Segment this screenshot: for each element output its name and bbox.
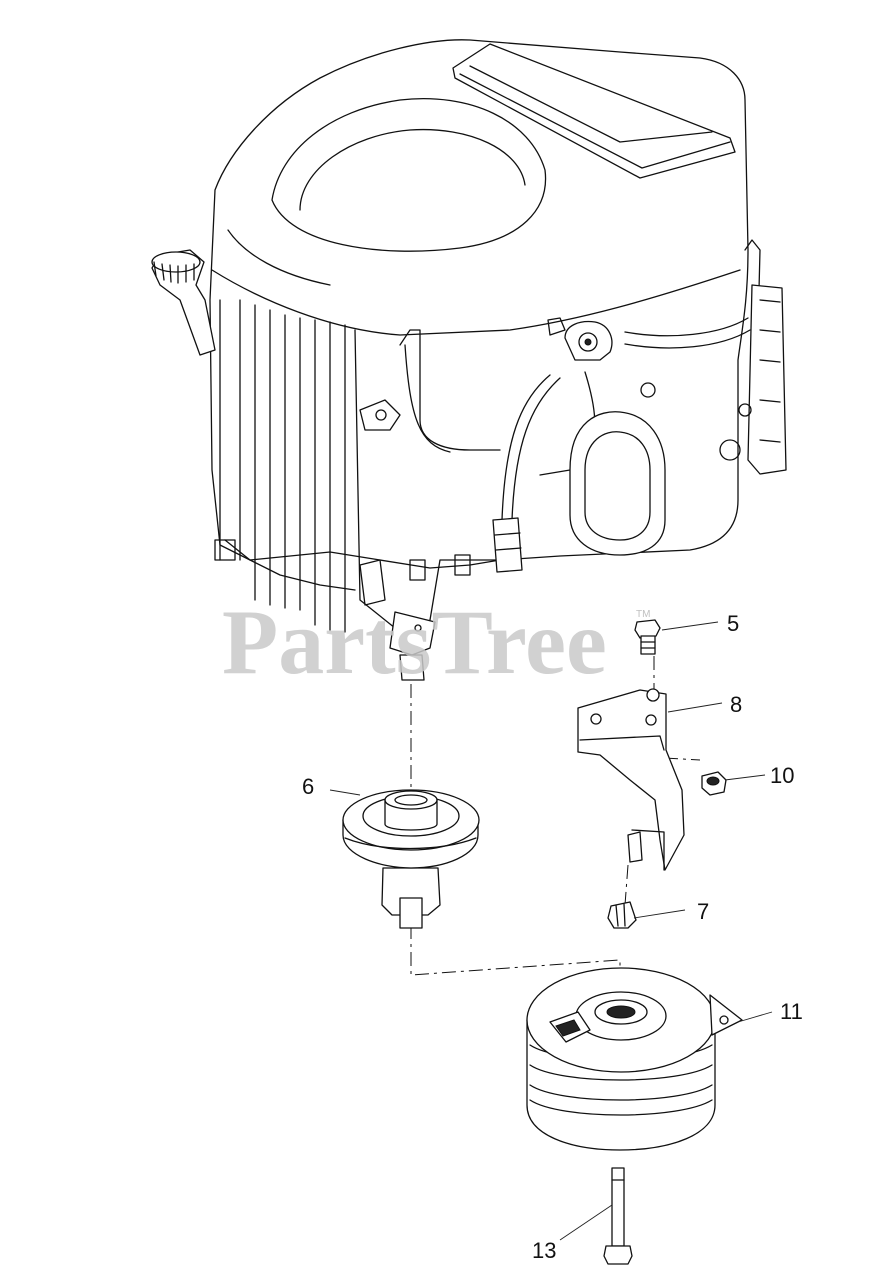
- callout-6: 6: [302, 774, 314, 799]
- partstree-watermark: PartsTree TM: [222, 591, 650, 693]
- watermark-text: PartsTree: [222, 591, 607, 693]
- callout-5: 5: [727, 611, 739, 636]
- callout-7: 7: [697, 899, 709, 924]
- part-6-pulley: [342, 789, 480, 929]
- part-7-spacer: [607, 901, 637, 929]
- part-11-clutch: [526, 967, 743, 1151]
- callout-11: 11: [780, 999, 803, 1024]
- part-10-nut: [701, 771, 727, 796]
- callout-13: 13: [532, 1238, 556, 1263]
- callout-labels: 5 6 7 8 10 11 13: [302, 611, 803, 1263]
- part-13-bolt: [603, 1167, 633, 1265]
- callout-10: 10: [770, 763, 794, 788]
- engine-assembly: [151, 39, 787, 681]
- watermark-trademark: TM: [636, 609, 650, 620]
- part-5-bolt: [634, 619, 661, 655]
- leader-lines: [329, 621, 773, 1241]
- part-8-bracket: [577, 688, 685, 871]
- callout-8: 8: [730, 692, 742, 717]
